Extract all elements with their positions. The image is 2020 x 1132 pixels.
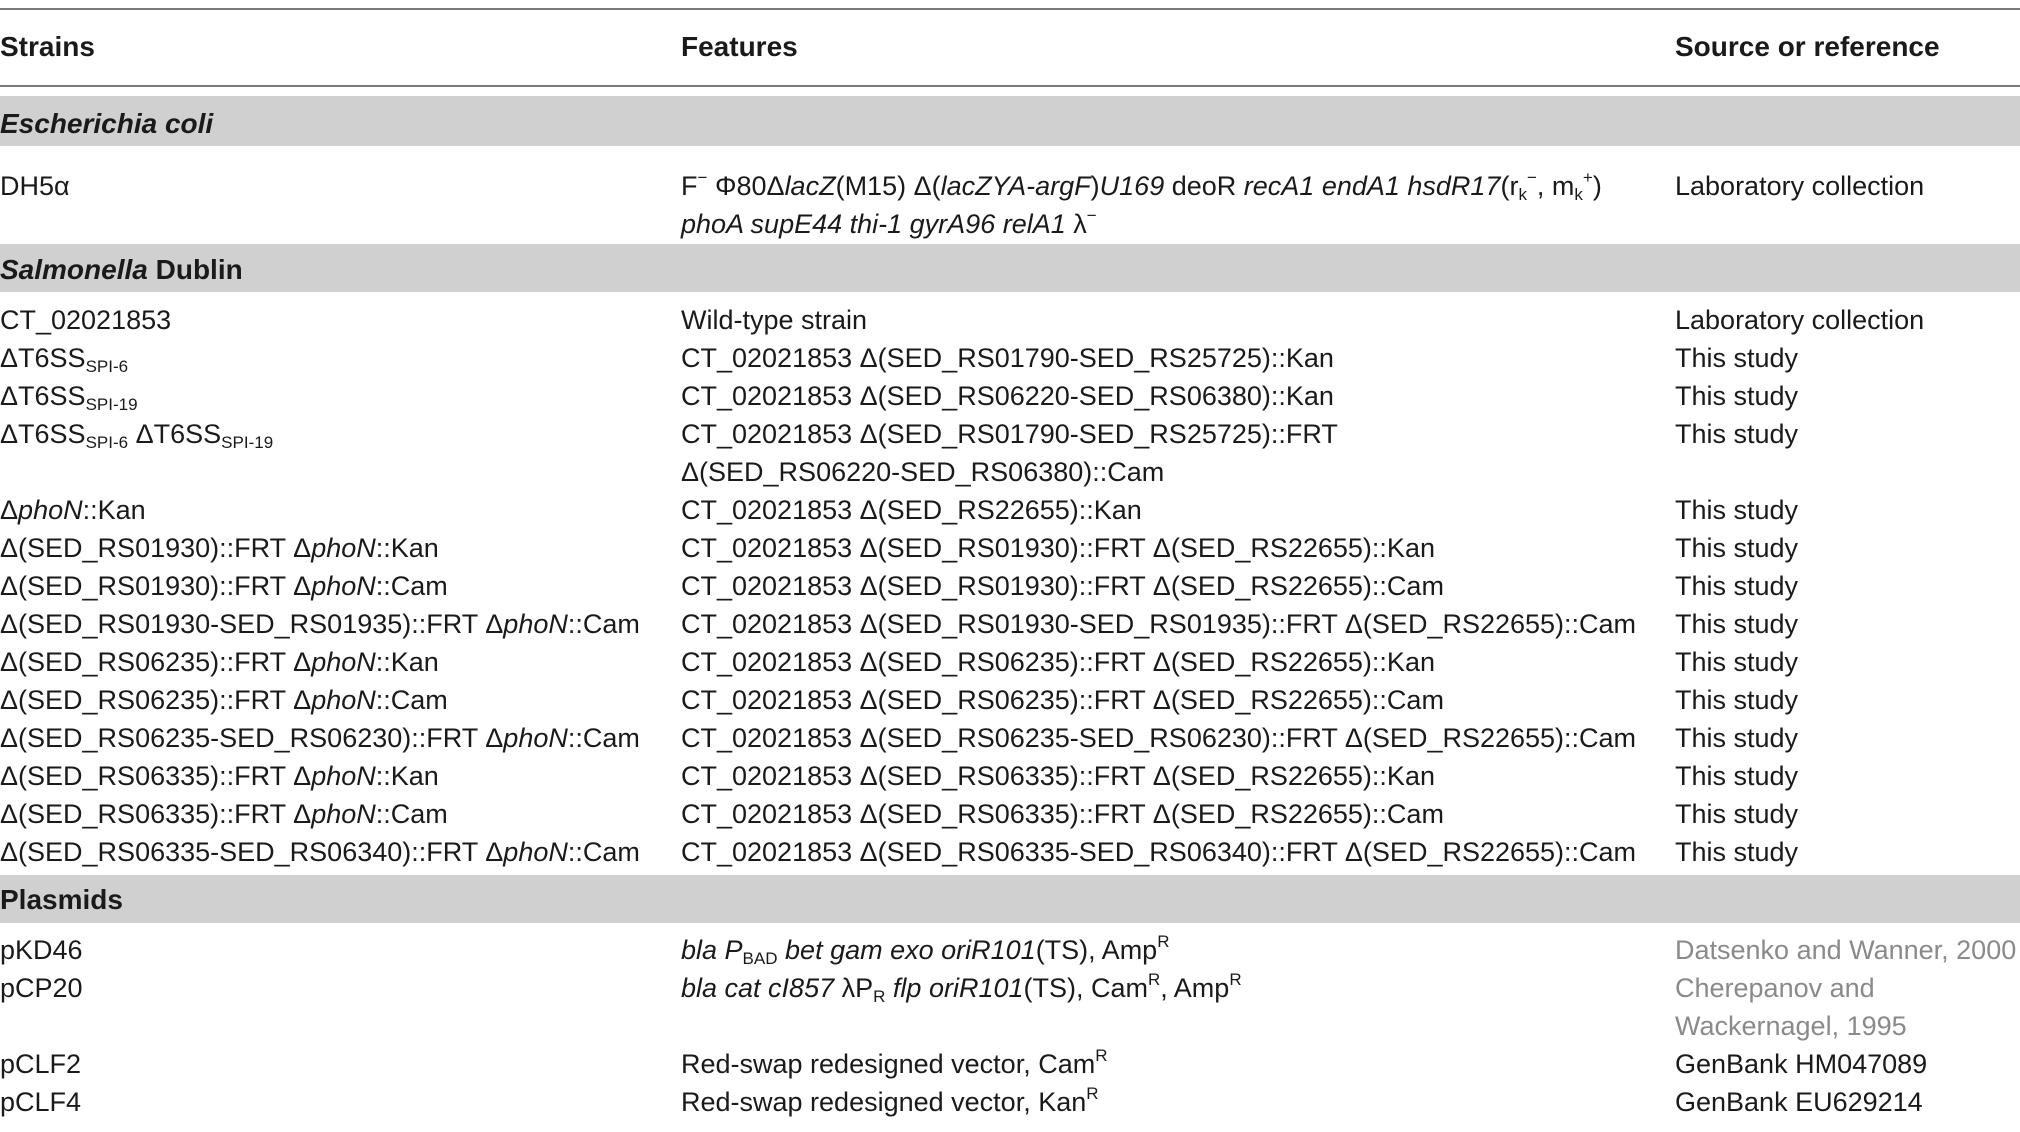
column-header-source: Source or reference [1675,31,1940,62]
table-row-source: This study [1675,495,1799,525]
section-title-salmonella: Salmonella Dublin [0,254,243,285]
table-row-strain: Δ(SED_RS06335)::FRT ΔphoN::Kan [0,761,439,791]
table-row-source: This study [1675,799,1799,829]
table-row-feature: bla PBAD bet gam exo oriR101(TS), AmpR [681,932,1170,968]
table-row-source: This study [1675,571,1799,601]
table-row-source: GenBank EU629214 [1675,1087,1923,1117]
table-row-source: This study [1675,761,1799,791]
section-band-salmonella [0,244,2020,292]
reference-link[interactable]: Cherepanov and [1675,973,1875,1003]
table-row-source: This study [1675,609,1799,639]
table-row-source: This study [1675,723,1799,753]
table-row-strain: Δ(SED_RS06235)::FRT ΔphoN::Kan [0,647,439,677]
table-row-feature: CT_02021853 Δ(SED_RS01930-SED_RS01935)::… [681,609,1637,639]
table-row-strain: ΔphoN::Kan [0,495,146,525]
table-row-strain: pCLF2 [0,1049,82,1079]
section-band-ecoli [0,96,2020,146]
table-row-feature: CT_02021853 Δ(SED_RS01930)::FRT Δ(SED_RS… [681,533,1435,563]
table-row-source: This study [1675,419,1799,449]
table-row-feature: CT_02021853 Δ(SED_RS06335)::FRT Δ(SED_RS… [681,799,1444,829]
table-row-source: This study [1675,647,1799,677]
table-row-source: This study [1675,685,1799,715]
table-row-feature-cont: Δ(SED_RS06220-SED_RS06380)::Cam [681,457,1165,487]
table-row-strain: DH5α [0,171,70,201]
table-row-strain: ΔT6SSSPI-6 [0,343,129,376]
top-rule [0,8,2020,10]
table-row-feature: Red-swap redesigned vector, CamR [681,1046,1108,1079]
table-row-feature: CT_02021853 Δ(SED_RS06335)::FRT Δ(SED_RS… [681,761,1435,791]
table-row-feature: F− Φ80ΔlacZ(M15) Δ(lacZYA-argF)U169 deoR… [681,168,1602,204]
table-row-source: Laboratory collection [1675,171,1925,201]
table-row-strain: ΔT6SSSPI-19 [0,381,138,414]
table-row-strain: ΔT6SSSPI-6 ΔT6SSSPI-19 [0,419,274,452]
column-header-strains: Strains [0,31,95,62]
table-row-feature: CT_02021853 Δ(SED_RS22655)::Kan [681,495,1142,525]
table-row-feature: bla cat cI857 λPR flp oriR101(TS), CamR,… [681,970,1242,1006]
section-title-plasmids: Plasmids [0,884,123,915]
header-rule [0,85,2020,87]
table-row-feature: CT_02021853 Δ(SED_RS01930)::FRT Δ(SED_RS… [681,571,1444,601]
table-row-feature: Red-swap redesigned vector, KanR [681,1084,1099,1117]
section-band-plasmids [0,875,2020,923]
table-row-source: Laboratory collection [1675,305,1925,335]
table-row-feature: CT_02021853 Δ(SED_RS06235-SED_RS06230)::… [681,723,1637,753]
table-row-strain: Δ(SED_RS01930-SED_RS01935)::FRT ΔphoN::C… [0,609,640,639]
table-row-feature: CT_02021853 Δ(SED_RS06235)::FRT Δ(SED_RS… [681,685,1444,715]
table-row-feature: Wild-type strain [681,305,868,335]
table-row-strain: Δ(SED_RS01930)::FRT ΔphoN::Kan [0,533,439,563]
table-row-feature: CT_02021853 Δ(SED_RS06235)::FRT Δ(SED_RS… [681,647,1435,677]
table-row-feature-cont: phoA supE44 thi-1 gyrA96 relA1 λ− [681,206,1097,239]
table-row-strain: pKD46 [0,935,83,965]
table-row-source: This study [1675,343,1799,373]
reference-link[interactable]: Datsenko and Wanner, 2000 [1675,935,2017,965]
table-row-strain: Δ(SED_RS06235)::FRT ΔphoN::Cam [0,685,448,715]
table-row-feature: CT_02021853 Δ(SED_RS06220-SED_RS06380)::… [681,381,1334,411]
table-row-source: This study [1675,837,1799,867]
table-row-strain: pCP20 [0,973,83,1003]
column-header-features: Features [681,31,798,62]
table-row-strain: Δ(SED_RS01930)::FRT ΔphoN::Cam [0,571,448,601]
table-row-source: This study [1675,381,1799,411]
reference-link-cont[interactable]: Wackernagel, 1995 [1675,1011,1907,1041]
section-title-ecoli: Escherichia coli [0,108,214,139]
table-row-strain: Δ(SED_RS06335-SED_RS06340)::FRT ΔphoN::C… [0,837,640,867]
table-row-source: GenBank HM047089 [1675,1049,1928,1079]
table-row-source: This study [1675,533,1799,563]
table-row-strain: Δ(SED_RS06335)::FRT ΔphoN::Cam [0,799,448,829]
table-row-feature: CT_02021853 Δ(SED_RS01790-SED_RS25725)::… [681,343,1334,373]
table-row-strain: pCLF4 [0,1087,82,1117]
table-row-strain: Δ(SED_RS06235-SED_RS06230)::FRT ΔphoN::C… [0,723,640,753]
table-row-feature: CT_02021853 Δ(SED_RS06335-SED_RS06340)::… [681,837,1637,867]
table-row-feature: CT_02021853 Δ(SED_RS01790-SED_RS25725)::… [681,419,1338,449]
table-row-strain: CT_02021853 [0,305,172,335]
